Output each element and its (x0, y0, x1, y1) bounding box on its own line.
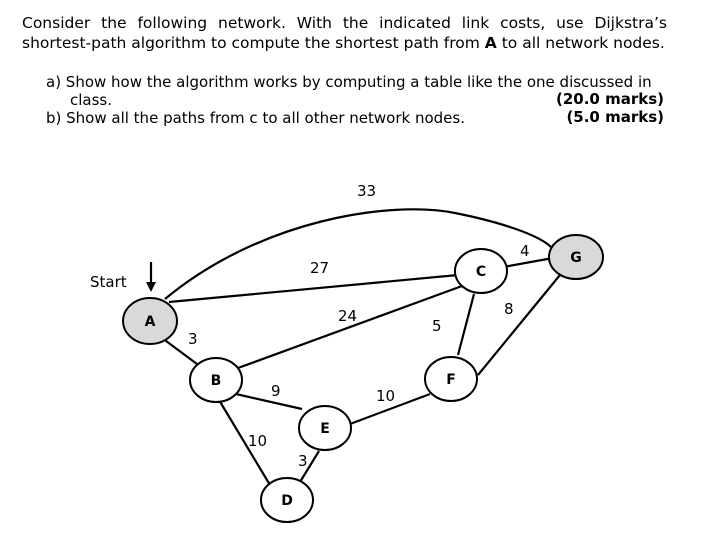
edge-b-e (235, 392, 303, 411)
node-b-circle (189, 357, 243, 403)
node-g: G (548, 234, 604, 280)
cost-f-g: 8 (504, 300, 514, 318)
node-d-label: D (281, 493, 293, 509)
question-intro: Consider the following network. With the… (22, 14, 667, 52)
edge-e-f (349, 392, 431, 426)
edge-a-b (161, 337, 198, 365)
part-b-marks: (5.0 marks) (566, 108, 664, 126)
node-d: D (260, 477, 314, 523)
node-e-circle (298, 405, 352, 451)
cost-a-b: 3 (188, 330, 198, 348)
cost-a-g: 33 (357, 182, 376, 200)
node-a-label: A (145, 314, 156, 330)
node-f-circle (424, 356, 478, 402)
node-b: B (189, 357, 243, 403)
edge-c-g (502, 256, 554, 269)
source-node-ref: A (484, 33, 497, 52)
edge-a-c (168, 273, 459, 304)
cost-c-f: 5 (432, 317, 442, 335)
part-a-marks: (20.0 marks) (556, 90, 664, 108)
edge-f-g (477, 274, 561, 376)
edge-a-g (164, 208, 553, 300)
node-c-label: C (476, 264, 486, 280)
node-f: F (424, 356, 478, 402)
start-arrow-head (146, 282, 156, 292)
node-g-label: G (570, 250, 582, 266)
node-b-label: B (211, 373, 222, 389)
node-c-circle (454, 248, 508, 294)
node-d-circle (260, 477, 314, 523)
node-a: A (122, 297, 178, 345)
node-e: E (298, 405, 352, 451)
edge-d-e (299, 450, 320, 483)
node-g-circle (548, 234, 604, 280)
cost-d-e: 3 (298, 452, 308, 470)
part-b: b) Show all the paths from c to all othe… (46, 109, 465, 127)
cost-e-f: 10 (376, 387, 395, 405)
edge-b-c (237, 284, 463, 370)
cost-b-c: 24 (338, 307, 357, 325)
question-text: Consider the following network. With the… (22, 14, 667, 53)
part-a-line1: a) Show how the algorithm works by compu… (46, 73, 652, 91)
cost-b-d: 10 (248, 432, 267, 450)
cost-b-e: 9 (271, 382, 281, 400)
node-a-circle (122, 297, 178, 345)
node-e-label: E (320, 421, 330, 437)
node-c: C (454, 248, 508, 294)
part-a-line2: class. (70, 91, 113, 109)
start-label: Start (90, 273, 127, 291)
node-f-label: F (446, 372, 456, 388)
edge-b-d (218, 399, 271, 486)
cost-c-g: 4 (520, 242, 530, 260)
edge-c-f (456, 293, 476, 356)
cost-a-c: 27 (310, 259, 329, 277)
